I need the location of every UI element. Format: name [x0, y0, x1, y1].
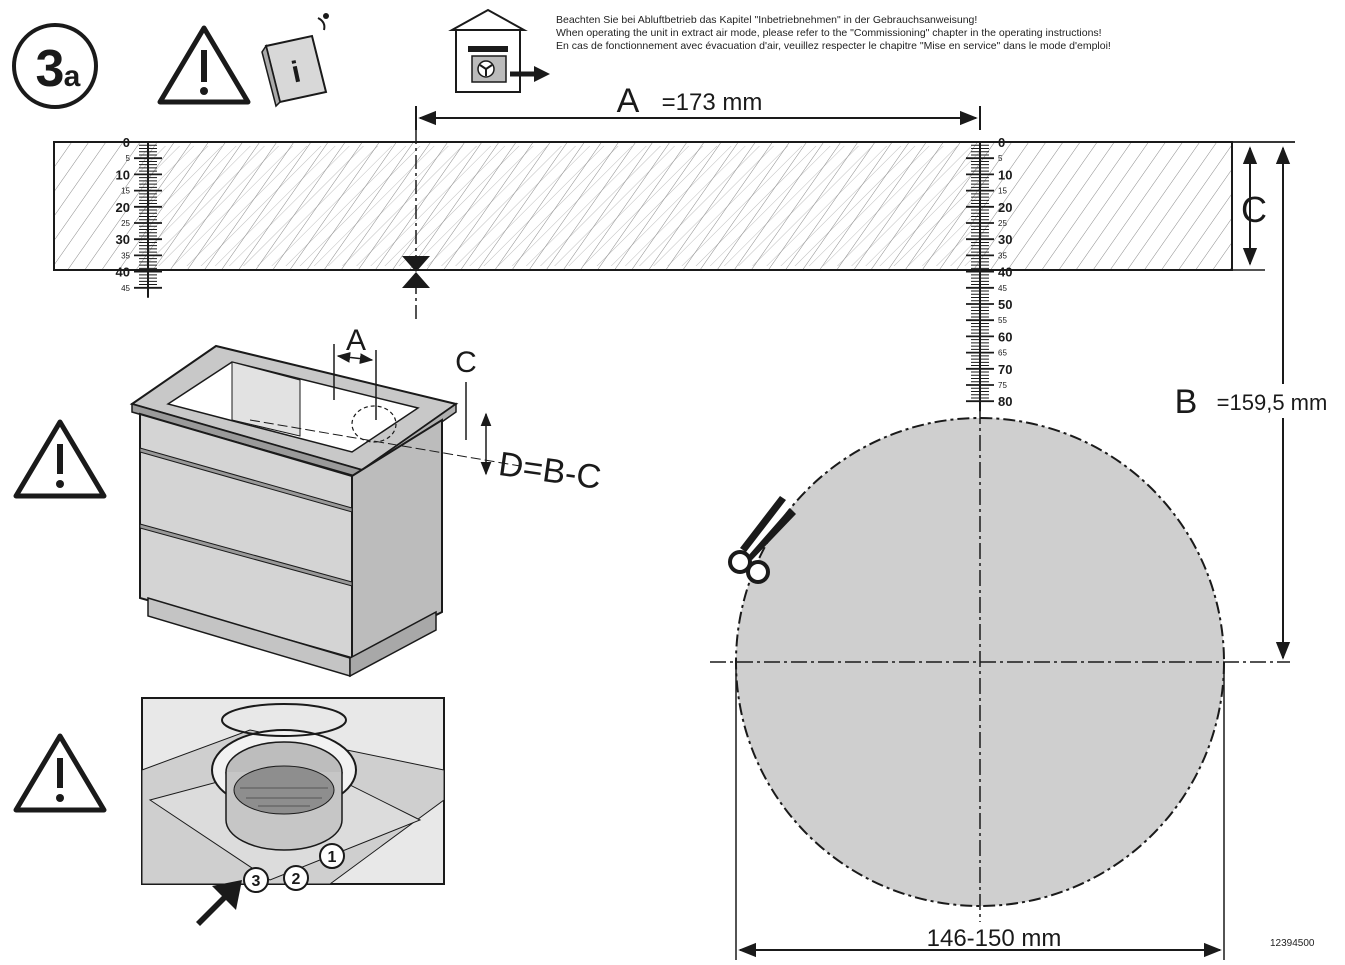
duct-adapter-detail: 1 2 3	[141, 697, 445, 893]
ruler-label: 15	[998, 187, 1007, 196]
callout-1: 1	[328, 849, 337, 866]
step-suffix: a	[64, 60, 81, 93]
cabinet-dim-a: A	[346, 324, 366, 357]
manual-info-icon: i	[261, 13, 329, 108]
warning-icon	[157, 25, 251, 105]
ruler-label: 80	[998, 394, 1012, 409]
dimension-a: A =173 mm	[415, 82, 981, 130]
ruler-label: 75	[998, 381, 1007, 390]
cabinet-dim-c: C	[455, 346, 477, 379]
ruler-label: 25	[121, 219, 130, 228]
ruler-label: 65	[998, 349, 1007, 358]
ruler-label: 30	[116, 232, 130, 247]
dimension-diameter: 146-150 mm	[738, 922, 1222, 958]
notice-english: When operating the unit in extract air m…	[556, 27, 1102, 39]
diameter-value: 146-150 mm	[927, 925, 1062, 952]
document-number: 12394500	[1270, 938, 1315, 949]
step-badge: 3 a	[12, 23, 98, 109]
ruler-left: 0 5 10 15 20 25 30 35 40 45	[116, 135, 162, 298]
worktop-cross-section	[53, 141, 1295, 271]
dimension-b-value: =159,5 mm	[1217, 390, 1328, 415]
ruler-label: 10	[116, 167, 130, 182]
warning-icon-middle	[13, 419, 107, 499]
dimension-b-letter: B	[1175, 383, 1198, 421]
scissors-icon	[728, 496, 796, 584]
notice-french: En cas de fonctionnement avec évacuation…	[556, 40, 1111, 52]
ruler-label: 40	[998, 265, 1012, 280]
ruler-label: 25	[998, 219, 1007, 228]
ruler-label: 50	[998, 297, 1012, 312]
ruler-right: 0 5 10 15 20 25 30 35 40 45 50 55 60 65 70 75 80	[966, 135, 1012, 412]
callout-3: 3	[252, 873, 261, 890]
warning-icon-bottom	[13, 733, 107, 813]
ruler-label: 10	[998, 167, 1012, 182]
ruler-label: 60	[998, 329, 1012, 344]
extract-air-house-icon	[448, 8, 550, 93]
cabinet-illustration: A C D=B-C	[129, 324, 603, 678]
ruler-label: 45	[998, 284, 1007, 293]
cabinet-dim-d: D=B-C	[496, 445, 603, 497]
ruler-label: 5	[998, 154, 1003, 163]
ruler-label: 70	[998, 362, 1012, 377]
ruler-label: 20	[998, 200, 1012, 215]
ruler-label: 35	[121, 251, 130, 260]
ruler-label: 0	[123, 135, 130, 150]
ruler-label: 0	[998, 135, 1005, 150]
ruler-label: 30	[998, 232, 1012, 247]
ruler-label: 5	[126, 154, 131, 163]
notice-german: Beachten Sie bei Abluftbetrieb das Kapit…	[556, 14, 978, 26]
ruler-label: 45	[121, 284, 130, 293]
centre-marker	[402, 130, 430, 320]
ruler-label: 20	[116, 200, 130, 215]
ruler-label: 35	[998, 251, 1007, 260]
step-number: 3	[36, 40, 65, 98]
dimension-a-value: =173 mm	[662, 89, 763, 116]
direction-arrow-icon	[196, 880, 242, 926]
dimension-a-letter: A	[617, 82, 640, 120]
dimension-c-letter: C	[1241, 189, 1267, 230]
ruler-label: 55	[998, 316, 1007, 325]
ruler-label: 15	[121, 187, 130, 196]
dimension-b: B =159,5 mm	[1172, 146, 1340, 660]
callout-2: 2	[292, 871, 301, 888]
ruler-label: 40	[116, 265, 130, 280]
extract-air-notice: Beachten Sie bei Abluftbetrieb das Kapit…	[556, 14, 1316, 53]
dimension-c: C	[1241, 146, 1267, 266]
cutout-circle-template	[710, 300, 1290, 960]
